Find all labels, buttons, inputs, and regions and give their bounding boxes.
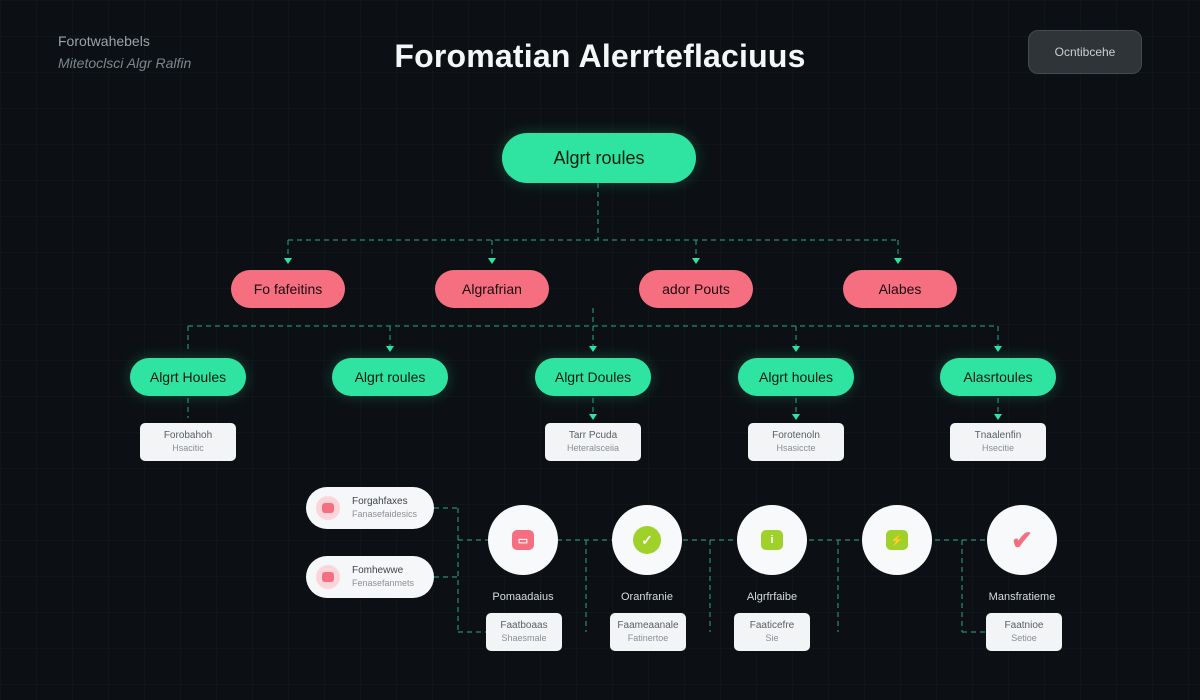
brand: Forotwahebels Mitetoclsci Algr Ralfin [58,30,191,74]
alert-icon [316,565,340,589]
brand-line-1: Forotwahebels [58,33,150,49]
checkmark-icon: ✔ [1011,524,1033,555]
node-label-5: Mansfratieme [988,591,1056,603]
top-action-button[interactable]: Ocntibcehe [1028,30,1142,74]
node-card-line: Setioe [1011,633,1037,643]
side-card-sub: Fenasefanmets [352,578,415,588]
brand-line-2: Mitetoclsci Algr Ralfin [58,55,192,71]
level1-node-2[interactable]: Algrafrian [435,270,549,308]
root-node[interactable]: Algrt roules [502,133,696,183]
page-title: Foromatian Alerrteflaciuus [394,38,806,74]
level3-card-title: Tnaalenfin [974,430,1022,441]
level2-node-5[interactable]: Alasrtoules [940,358,1056,396]
level3-card-sub: Hsacitic [172,443,204,453]
level3-card-title: Tarr Pcuda [568,430,618,441]
node-card-line: Faaticefre [749,620,795,631]
node-circle-4[interactable]: ⚡ [862,505,932,575]
side-card-title: Forgahfaxes [352,496,408,507]
node-card-line: Faatnioe [1004,620,1044,631]
level3-card-2[interactable]: Tarr Pcuda Heteralsceiia [545,423,641,461]
node-card-1[interactable]: Faatboaas Shaesmale [486,613,562,651]
node-card-line: Fatinertoe [627,633,669,643]
level2-node-2[interactable]: Algrt roules [332,358,448,396]
bolt-icon: ⚡ [886,530,908,550]
side-card-sub: Fanasefaidesics [352,509,418,519]
level2-node-4[interactable]: Algrt houles [738,358,854,396]
node-card-5[interactable]: Faatnioe Setioe [986,613,1062,651]
message-icon: ▭ [512,530,534,550]
level3-card-sub: Heteralsceiia [566,443,620,453]
node-card-3[interactable]: Faaticefre Sie [734,613,810,651]
node-card-line: Sie [765,633,779,643]
level1-node-4[interactable]: Alabes [843,270,957,308]
node-card-line: Faatboaas [500,620,548,631]
node-label-3: Algrfrfaibe [746,591,798,603]
node-circle-3[interactable]: i [737,505,807,575]
level3-card-title: Forobahoh [163,430,213,441]
level3-card-4[interactable]: Tnaalenfin Hsecitie [950,423,1046,461]
node-circle-5[interactable]: ✔ [987,505,1057,575]
node-card-line: Faameaanale [617,620,679,631]
node-card-line: Shaesmale [501,633,547,643]
level2-node-3[interactable]: Algrt Doules [535,358,651,396]
level1-node-1[interactable]: Fo fafeitins [231,270,345,308]
side-card-title: Fomhewwe [352,565,404,576]
node-circle-2[interactable]: ✓ [612,505,682,575]
info-icon: i [761,530,783,550]
node-label-1: Pomaadaius [492,591,554,603]
node-circle-1[interactable]: ▭ [488,505,558,575]
node-label-2: Oranfranie [621,591,673,603]
level3-card-sub: Hsasiccte [776,443,816,453]
node-card-2[interactable]: Faameaanale Fatinertoe [610,613,686,651]
level1-node-3[interactable]: ador Pouts [639,270,753,308]
level3-card-sub: Hsecitie [981,443,1014,453]
check-circle-icon: ✓ [633,526,661,554]
level3-card-3[interactable]: Forotenoln Hsasiccte [748,423,844,461]
alert-icon [316,496,340,520]
level3-card-title: Forotenoln [772,430,820,441]
level2-node-1[interactable]: Algrt Houles [130,358,246,396]
level3-card-1[interactable]: Forobahoh Hsacitic [140,423,236,461]
